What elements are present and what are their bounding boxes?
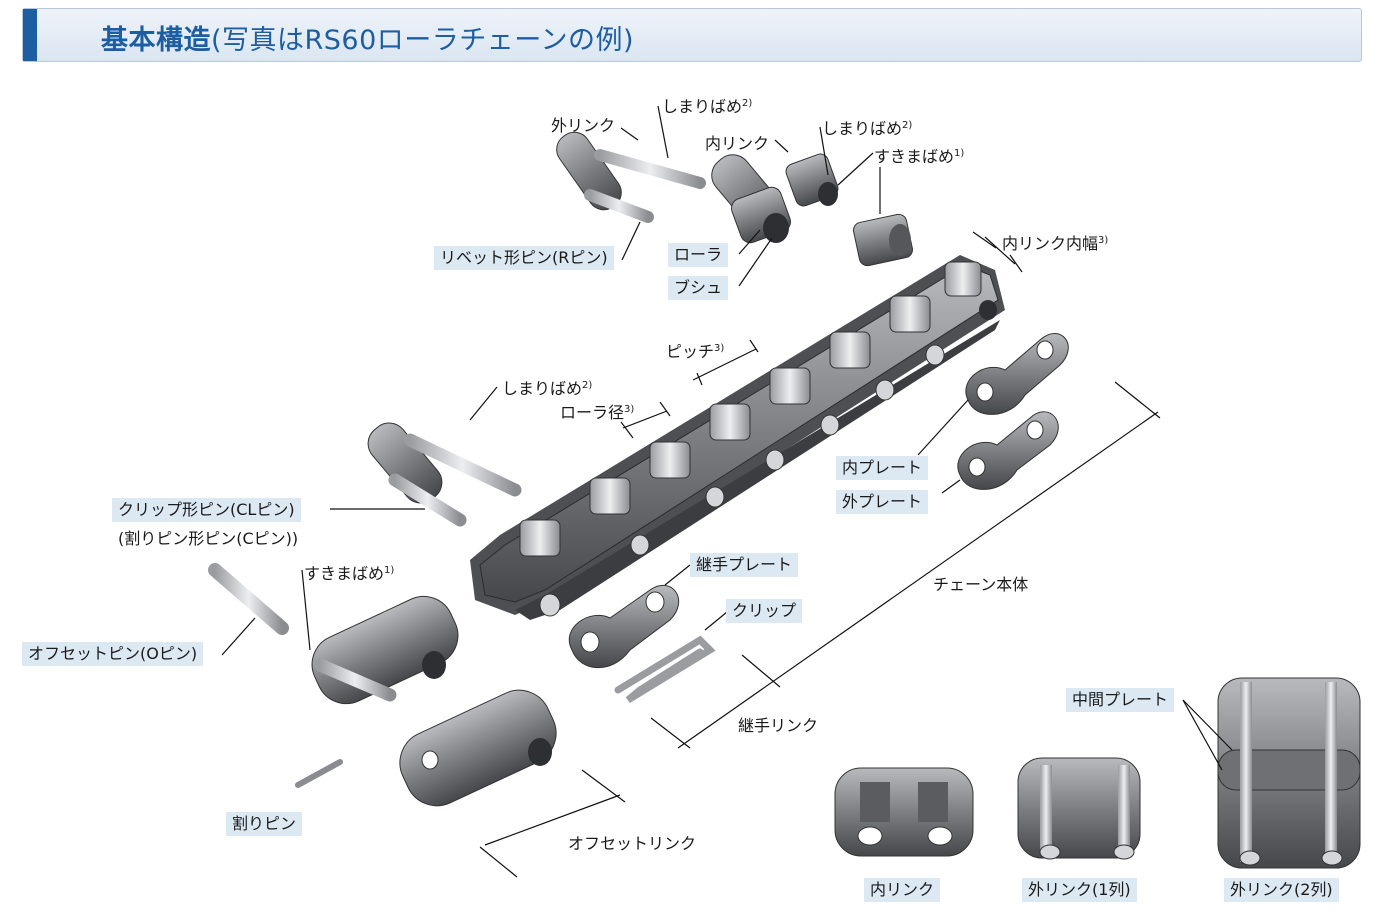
label-middle-plate: 中間プレート — [1066, 688, 1175, 712]
chain-rollers — [519, 261, 982, 557]
label-text: しまりばめ — [502, 379, 583, 398]
outer-link-part — [556, 131, 706, 223]
section-title: 基本構造(写真はRS60ローラチェーンの例) — [101, 18, 634, 57]
label-text: しまりばめ — [822, 119, 903, 138]
offset-link-part-2 — [399, 689, 557, 807]
label-clip-pin: クリップ形ピン(CLピン) — [112, 498, 301, 522]
label-outer-plate: 外プレート — [836, 490, 929, 514]
label-roller-diameter: ローラ径3) — [560, 400, 634, 423]
label-clip: クリップ — [726, 599, 803, 623]
title-sub: (写真はRS60ローラチェーンの例) — [211, 25, 634, 56]
label-bottom-outer-link-2: 外リンク(2列) — [1224, 878, 1339, 902]
label-text: ピッチ — [666, 342, 715, 361]
label-interference-fit-3: しまりばめ2) — [502, 376, 592, 399]
offset-pin-part — [208, 563, 289, 635]
label-split-pin-type: (割りピン形ピン(Cピン)) — [118, 529, 299, 548]
label-sup: 3) — [714, 343, 725, 354]
label-rivet-pin: リベット形ピン(Rピン) — [434, 246, 614, 270]
label-split-pin: 割りピン — [226, 812, 303, 836]
chain-body — [470, 255, 1010, 620]
label-sup: 1) — [954, 148, 965, 159]
label-joint-plate: 継手プレート — [690, 553, 799, 577]
label-pitch: ピッチ3) — [666, 339, 724, 362]
label-sup: 2) — [902, 120, 913, 131]
label-text: しまりばめ — [662, 97, 743, 116]
label-offset-link: オフセットリンク — [568, 834, 697, 853]
label-sup: 1) — [384, 565, 395, 576]
label-inner-plate: 内プレート — [836, 456, 929, 480]
inner-link-photo — [834, 767, 974, 857]
outer-plate-part — [957, 411, 1059, 490]
label-chain-body: チェーン本体 — [933, 575, 1029, 594]
clip-pin-part — [367, 422, 522, 527]
title-main: 基本構造 — [101, 25, 211, 56]
label-inner-link-width: 内リンク内幅3) — [1002, 231, 1108, 254]
label-text: 内リンク内幅 — [1002, 234, 1099, 253]
label-text: すきまばめ — [304, 564, 385, 583]
label-joint-link: 継手リンク — [738, 716, 819, 735]
label-clearance-fit-1: すきまばめ1) — [874, 144, 964, 167]
label-text: すきまばめ — [874, 147, 955, 166]
label-inner-link: 内リンク — [705, 134, 770, 153]
label-bush: ブシュ — [668, 276, 729, 300]
label-roller: ローラ — [668, 243, 729, 267]
joint-plate-part — [568, 584, 680, 669]
label-sup: 3) — [1098, 235, 1109, 246]
label-interference-fit-1: しまりばめ2) — [662, 94, 752, 117]
split-pin-part — [295, 759, 343, 788]
leader-lines — [221, 105, 1233, 878]
label-clearance-fit-2: すきまばめ1) — [304, 561, 394, 584]
bush-part — [853, 213, 913, 267]
label-interference-fit-2: しまりばめ2) — [822, 116, 912, 139]
section-header: 基本構造(写真はRS60ローラチェーンの例) — [22, 8, 1362, 62]
label-bottom-inner-link: 内リンク — [864, 878, 941, 902]
clip-part — [614, 635, 716, 703]
label-bottom-outer-link-1: 外リンク(1列) — [1022, 878, 1137, 902]
label-sup: 3) — [624, 404, 635, 415]
outer-link-1-photo — [1017, 757, 1141, 860]
label-text: ローラ径 — [560, 403, 625, 422]
label-sup: 2) — [742, 98, 753, 109]
outer-link-2-photo — [1217, 677, 1361, 869]
label-outer-link: 外リンク — [551, 116, 616, 135]
label-offset-pin: オフセットピン(Oピン) — [22, 642, 204, 666]
label-sup: 2) — [582, 380, 593, 391]
offset-link-part-1 — [311, 595, 459, 705]
inner-link-part — [711, 153, 839, 244]
inner-plate-part — [965, 333, 1069, 415]
header-accent-bar — [23, 9, 37, 61]
